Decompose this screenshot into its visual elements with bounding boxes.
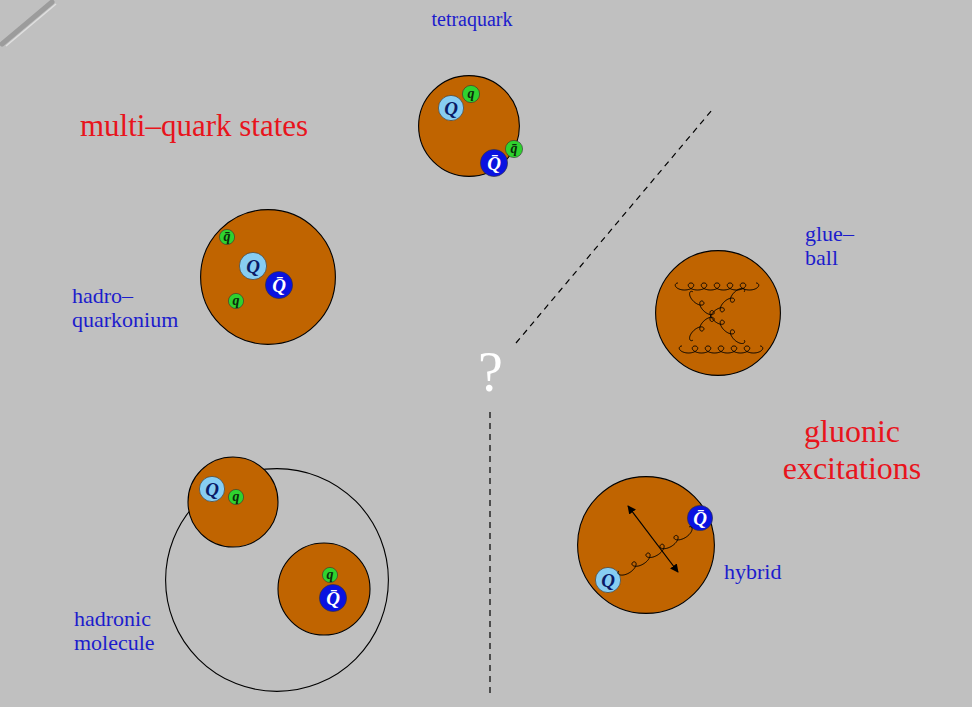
hadron-name: hybrid <box>724 560 781 584</box>
quark-disc <box>438 95 463 120</box>
quark-circle: Q <box>199 476 225 502</box>
hadron-disc <box>578 477 715 614</box>
divider-line <box>516 110 712 343</box>
quark-symbol: Q̄ <box>487 154 501 173</box>
divider-line <box>489 412 490 697</box>
question-mark: ? <box>478 340 503 404</box>
circle-outline <box>165 468 389 692</box>
quark-symbol: q <box>233 490 240 504</box>
quark-symbol: q <box>468 87 475 101</box>
quark-circle: Q <box>438 95 464 121</box>
quark-circle: q <box>228 293 244 309</box>
hadron-circle: tetraquarkQqQ̄q̄ <box>418 75 520 177</box>
hadron-name: hadro– quarkonium <box>72 284 178 332</box>
hadron-name: tetraquark <box>431 8 512 30</box>
pencil-stroke <box>2 2 52 44</box>
label-box: glue– ball <box>805 222 854 270</box>
pencil-stroke <box>6 4 56 46</box>
gluon-line <box>679 346 762 353</box>
quark-circle: Q <box>595 567 621 593</box>
quark-disc <box>687 505 712 530</box>
hadron-disc <box>656 251 781 376</box>
quark-disc <box>322 567 337 582</box>
quark-disc <box>505 140 522 157</box>
quark-circle: q <box>322 567 338 583</box>
quark-disc <box>462 85 479 102</box>
quark-symbol: Q̄ <box>272 276 286 295</box>
quark-disc <box>228 489 243 504</box>
meson-circle <box>278 543 370 635</box>
quark-symbol: Q <box>246 257 260 276</box>
hadron-circle: hadro– quarkoniumq̄QQ̄q <box>200 209 336 345</box>
quark-symbol: Q <box>205 480 219 499</box>
gluon-line <box>618 527 692 575</box>
molecule-circle: hadronic moleculeQqqQ̄ <box>165 468 389 692</box>
quark-disc <box>319 584 346 611</box>
quark-circle: q <box>228 489 244 505</box>
quark-symbol: q̄ <box>511 142 518 156</box>
quark-symbol: Q <box>601 571 615 590</box>
gluon-line <box>675 283 758 290</box>
label-box: hadronic molecule <box>74 607 155 655</box>
quark-disc <box>199 476 224 501</box>
gluon-line <box>690 291 745 343</box>
group-heading: multi–quark states <box>80 108 308 144</box>
label-box: ? <box>478 340 503 404</box>
quark-disc <box>219 229 234 244</box>
hadron-disc <box>419 76 520 177</box>
hadron-name: hadronic molecule <box>74 607 155 655</box>
label-box: tetraquark <box>431 8 512 30</box>
circle-outline <box>655 250 781 376</box>
quark-circle: Q̄ <box>265 271 293 299</box>
quark-disc <box>480 149 507 176</box>
quark-symbol: Q <box>444 99 458 118</box>
quark-circle: Q <box>239 252 267 280</box>
group-heading: gluonic excitations <box>783 413 922 487</box>
label-box: multi–quark states <box>80 108 308 144</box>
label-box: gluonic excitations <box>783 413 922 487</box>
meson-circle <box>188 457 278 547</box>
hadron-name: glue– ball <box>805 222 854 270</box>
quark-disc <box>239 252 266 279</box>
hadron-circle: glue– ball <box>655 250 781 376</box>
hadron-disc <box>201 210 336 345</box>
quark-disc <box>228 293 243 308</box>
quark-circle: Q̄ <box>687 505 713 531</box>
quark-circle: q̄ <box>219 229 235 245</box>
motion-arrow <box>628 506 678 572</box>
quark-circle: q̄ <box>505 140 523 158</box>
quark-symbol: Q̄ <box>326 589 340 608</box>
quark-circle: Q̄ <box>480 149 508 177</box>
quark-disc <box>595 567 620 592</box>
quark-symbol: q <box>327 568 334 582</box>
quark-circle: Q̄ <box>319 584 347 612</box>
label-box: hybrid <box>724 560 781 584</box>
quark-symbol: q <box>233 294 240 308</box>
gluon-line <box>690 288 745 340</box>
hadron-circle: hybridQ̄Q <box>577 476 715 614</box>
quark-circle: q <box>462 85 480 103</box>
circle-outline <box>577 476 715 614</box>
quark-disc <box>265 271 292 298</box>
label-box: hadro– quarkonium <box>72 284 178 332</box>
quark-symbol: Q̄ <box>693 509 707 528</box>
quark-symbol: q̄ <box>224 230 231 244</box>
